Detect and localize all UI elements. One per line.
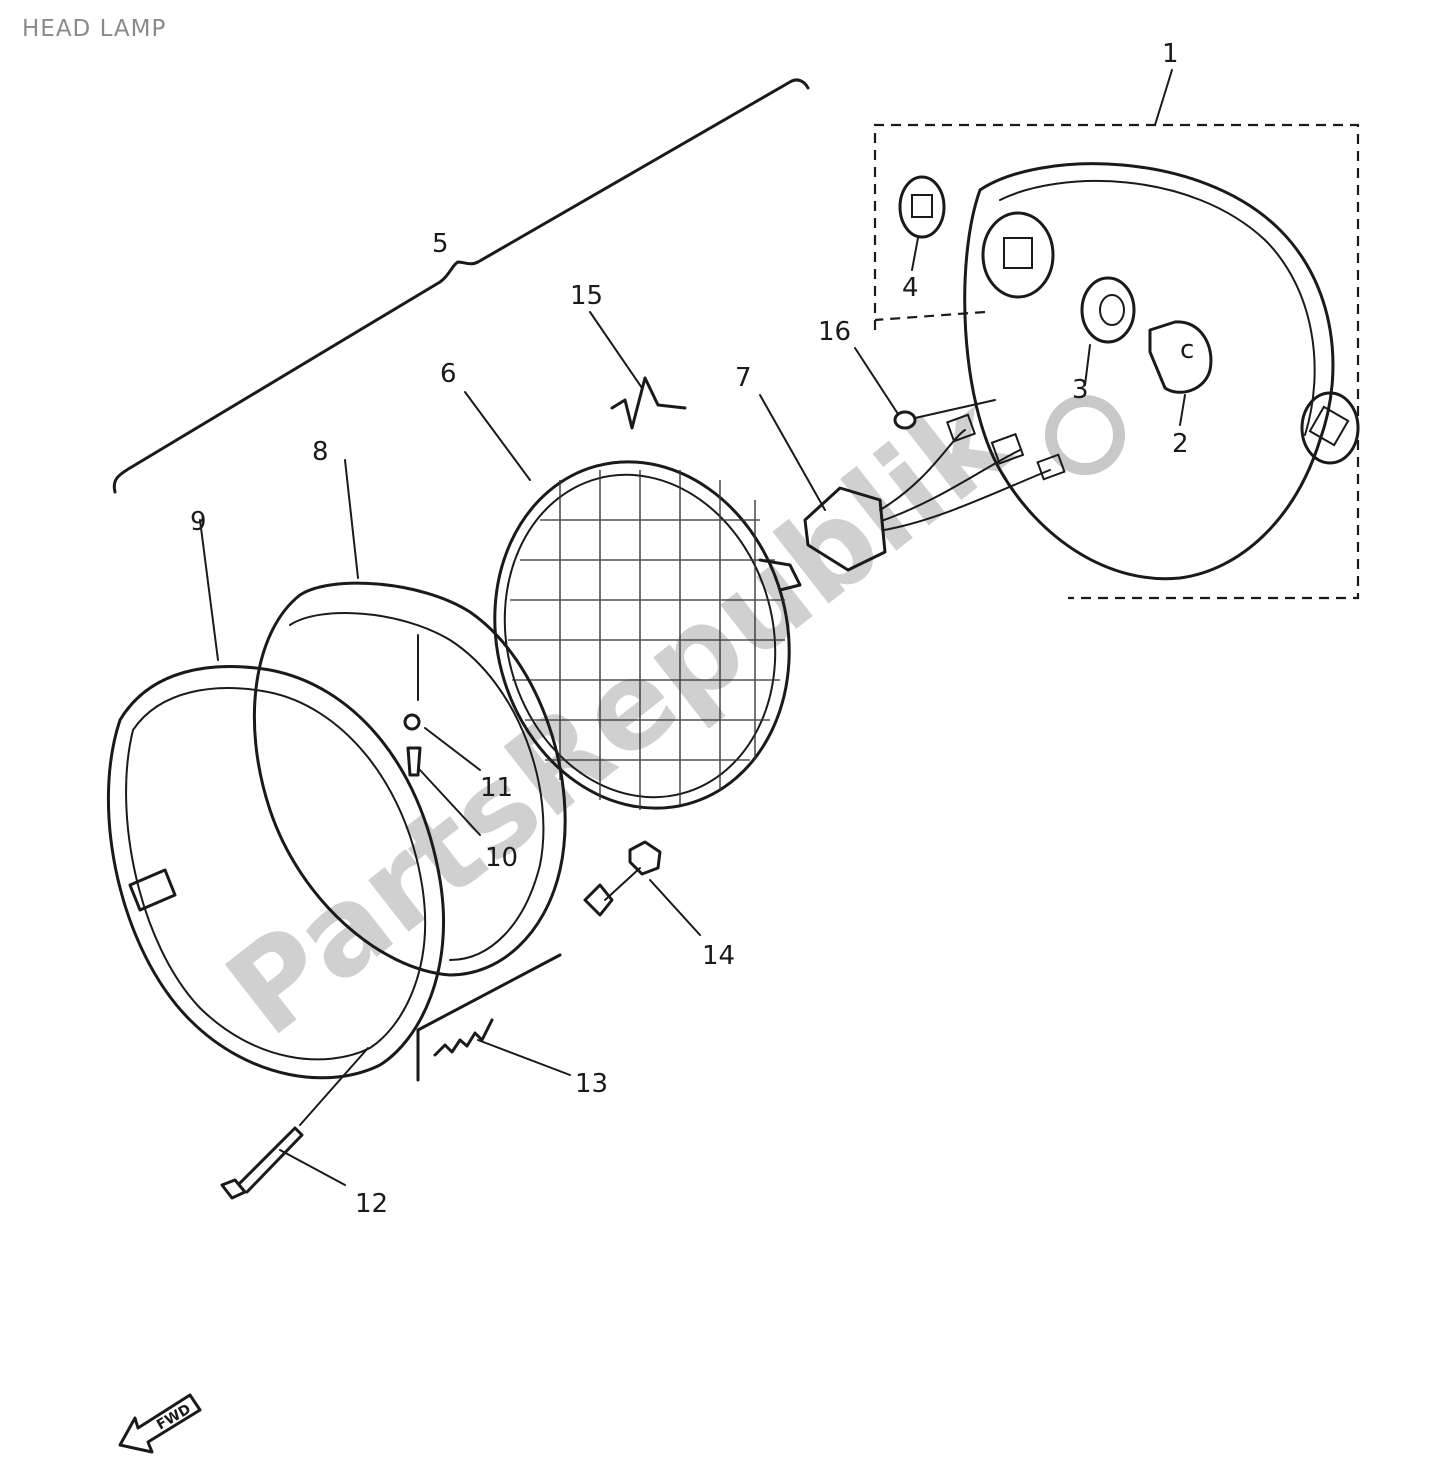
label-5: 5 [432,229,449,259]
label-6: 6 [440,359,457,389]
label-4: 4 [902,273,919,303]
label-9: 9 [190,507,207,537]
svg-text:c: c [1180,335,1194,365]
label-12: 12 [355,1189,388,1219]
cap-2: c [1148,320,1213,394]
label-3: 3 [1072,375,1089,405]
watermark: PartsRepublik [202,368,1125,1063]
label-2: 2 [1172,429,1189,459]
label-14: 14 [702,941,735,971]
ring-9 [106,519,562,1082]
label-8: 8 [312,437,329,467]
label-11: 11 [480,773,513,803]
screw-12 [220,1047,369,1200]
label-15: 15 [570,281,603,311]
leader-10 [419,769,481,836]
page-title: HEAD LAMP [22,16,167,42]
assembly-1-box [873,69,1360,600]
bracket-5 [112,78,810,494]
leader-4 [911,237,919,271]
grommet-4 [898,175,946,239]
sealed-beam-6 [464,391,802,810]
spring-13 [433,1018,571,1076]
gear-icon [1045,395,1125,475]
watermark-text: PartsRepublik [202,368,1036,1062]
leader-11 [424,727,481,771]
label-16: 16 [818,317,851,347]
label-7: 7 [735,363,752,393]
nut-14 [583,840,701,936]
grommet-3 [1080,276,1136,344]
leader-3 [1084,344,1091,386]
part-labels: 1 2 3 4 5 6 7 8 9 10 11 12 13 14 15 16 [190,39,1189,1219]
label-13: 13 [575,1069,608,1099]
screw-16 [854,347,996,430]
rim-8 [252,459,567,977]
headlamp-housing [963,162,1360,581]
leader-2 [1179,394,1186,426]
clip-15 [589,311,687,430]
label-10: 10 [485,843,518,873]
label-1: 1 [1162,39,1179,69]
forward-arrow-icon: FWD [118,1393,202,1454]
socket-7 [759,394,1066,572]
